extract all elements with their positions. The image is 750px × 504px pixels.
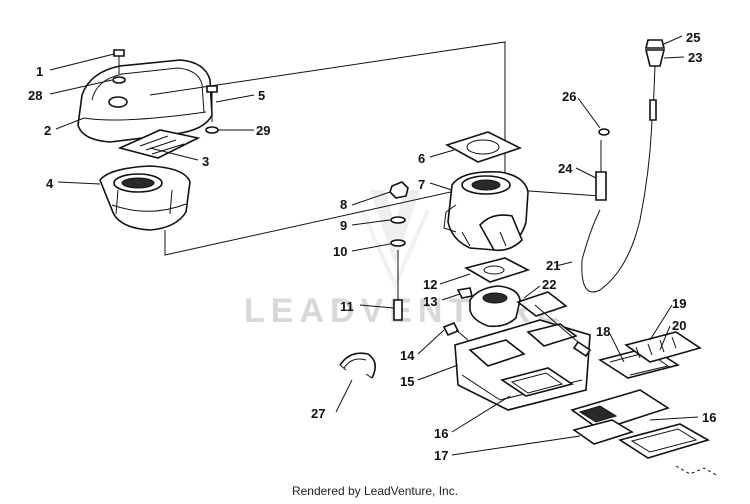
throttle-cable xyxy=(581,39,666,293)
label-part-7: 7 xyxy=(418,177,425,192)
reed-gasket-lower xyxy=(618,423,711,459)
carburetor xyxy=(443,170,529,252)
air-silencer-base xyxy=(99,165,191,231)
hose-clamp xyxy=(339,352,376,379)
reed-petals xyxy=(624,331,702,363)
reed-gasket-upper xyxy=(500,367,574,397)
label-part-6: 6 xyxy=(418,151,425,166)
label-part-17: 17 xyxy=(434,448,448,463)
nut-washer-stack xyxy=(389,181,409,321)
label-part-2: 2 xyxy=(44,123,51,138)
label-part-19: 19 xyxy=(672,296,686,311)
render-credit: Rendered by LeadVenture, Inc. xyxy=(291,484,459,498)
label-part-20: 20 xyxy=(672,318,686,333)
intake-spacer xyxy=(463,257,531,283)
carburetor-gasket xyxy=(444,131,523,163)
reed-plate-17 xyxy=(572,419,634,445)
air-silencer-cover xyxy=(77,59,213,143)
intake-flange xyxy=(469,285,521,328)
leader-lines xyxy=(49,35,699,456)
label-part-18: 18 xyxy=(596,324,610,339)
part-labels: 1 28 2 3 4 5 29 6 7 8 9 10 11 12 13 14 1… xyxy=(28,30,716,463)
label-part-8: 8 xyxy=(340,197,347,212)
silencer-gasket xyxy=(117,129,201,159)
label-part-15: 15 xyxy=(400,374,414,389)
label-part-27: 27 xyxy=(311,406,325,421)
screws-left xyxy=(112,49,219,134)
label-part-3: 3 xyxy=(202,154,209,169)
label-part-26: 26 xyxy=(562,89,576,104)
label-part-13: 13 xyxy=(423,294,437,309)
label-part-12: 12 xyxy=(423,277,437,292)
bolt-14 xyxy=(442,321,469,341)
label-part-9: 9 xyxy=(340,218,347,233)
watermark-logo xyxy=(360,190,430,290)
label-part-1: 1 xyxy=(36,64,43,79)
label-part-14: 14 xyxy=(400,348,415,363)
label-part-21: 21 xyxy=(546,258,560,273)
label-part-16-left: 16 xyxy=(434,426,448,441)
label-part-28: 28 xyxy=(28,88,42,103)
label-part-11: 11 xyxy=(340,299,354,314)
label-part-25: 25 xyxy=(686,30,700,45)
label-part-4: 4 xyxy=(46,176,54,191)
clip-13 xyxy=(456,287,473,299)
label-part-5: 5 xyxy=(258,88,265,103)
label-part-10: 10 xyxy=(333,244,347,259)
label-part-29: 29 xyxy=(256,123,270,138)
label-part-16-right: 16 xyxy=(702,410,716,425)
label-part-22: 22 xyxy=(542,277,556,292)
label-part-23: 23 xyxy=(688,50,702,65)
label-part-24: 24 xyxy=(558,161,573,176)
stud-21 xyxy=(534,304,592,358)
